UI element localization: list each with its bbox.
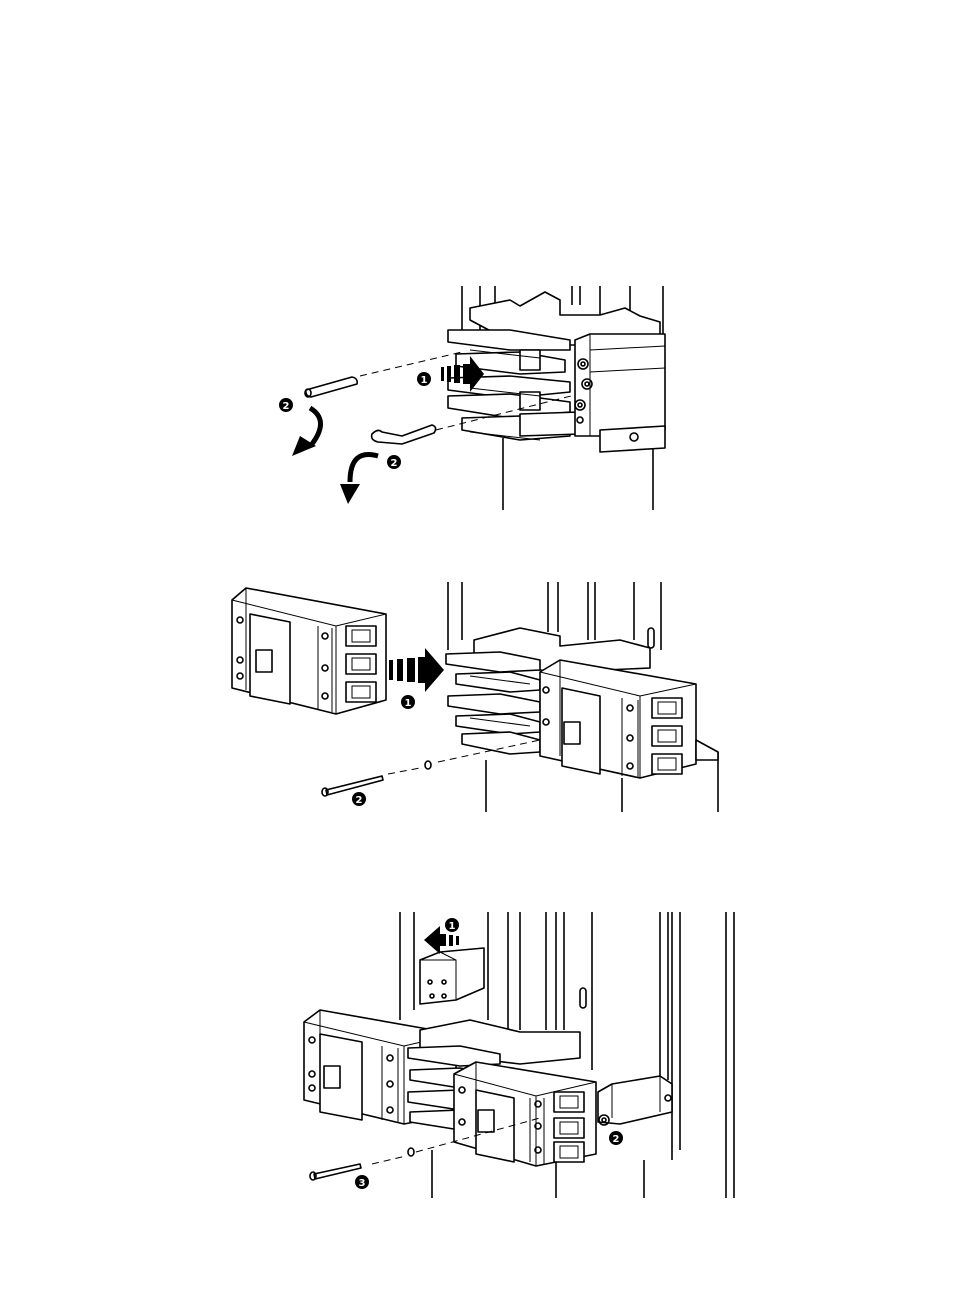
callout-badge: 2 (609, 1131, 623, 1145)
link-pin-straight (305, 377, 357, 397)
callout-badge: 1 (417, 372, 431, 386)
link-pin-bent (372, 425, 436, 444)
svg-text:2: 2 (283, 401, 290, 412)
callout-badge: 2 (387, 455, 401, 469)
figure-2-insert-breaker: 1 2 (232, 582, 718, 812)
callout-badge: 2 (279, 398, 293, 412)
callout-badge: 3 (355, 1175, 369, 1189)
svg-text:1: 1 (449, 921, 456, 932)
breaker-module-installed (540, 660, 718, 778)
fixing-rod (322, 761, 431, 796)
cover-bracket (420, 948, 484, 1004)
breaker-module-installed (454, 1062, 596, 1166)
push-arrow-icon (389, 648, 444, 692)
busbar-fingers (448, 330, 580, 440)
svg-text:1: 1 (405, 698, 412, 709)
busbar-fingers (446, 652, 540, 754)
figure-1-remove-links: 1 2 2 (279, 286, 665, 510)
rotate-arrow-icon (292, 408, 321, 456)
svg-text:2: 2 (356, 795, 363, 806)
callout-badge: 1 (401, 695, 415, 709)
breaker-module-left (232, 588, 386, 714)
callout-badge: 2 (352, 792, 366, 806)
side-clamp (598, 1076, 672, 1125)
rotate-arrow-icon (340, 454, 378, 504)
svg-text:3: 3 (359, 1178, 366, 1189)
callout-badge: 1 (445, 918, 459, 932)
figure-3-fix-breaker: 1 2 3 (304, 912, 734, 1198)
svg-text:2: 2 (391, 458, 398, 469)
svg-text:1: 1 (421, 375, 428, 386)
svg-text:2: 2 (613, 1134, 620, 1145)
